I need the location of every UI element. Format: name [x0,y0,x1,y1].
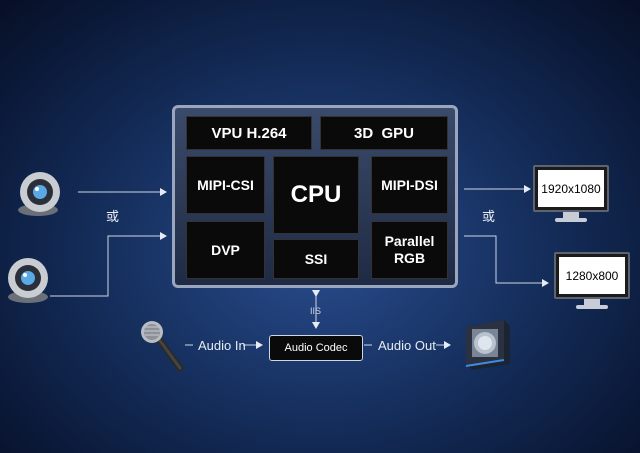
audio-in-label: Audio In [198,338,246,353]
mipi-csi-block: MIPI-CSI [186,156,265,214]
or-label-right: 或 [482,209,496,224]
dvp-block: DVP [186,221,265,279]
gpu-block: 3D GPU [320,116,448,150]
display-1-base [555,218,587,222]
parallel-rgb-line2: RGB [393,250,426,266]
display-2-base [576,305,608,309]
display-1-stand [563,212,579,218]
parallel-rgb-line1: Parallel [384,233,435,249]
vpu-block: VPU H.264 [186,116,312,150]
mipi-dsi-block: MIPI-DSI [371,156,448,214]
display-2: 1280x800 [554,252,630,299]
soc-chip: VPU H.264 3D GPU MIPI-CSI CPU MIPI-DSI D… [172,105,458,288]
display-1-resolution: 1920x1080 [538,170,604,207]
display-1: 1920x1080 [533,165,609,212]
or-label-left: 或 [106,209,120,224]
ssi-block: SSI [273,239,359,279]
display-2-stand [584,299,600,305]
audio-codec-block: Audio Codec [269,335,363,361]
cpu-block: CPU [273,156,359,234]
audio-out-label: Audio Out [378,338,436,353]
display-2-resolution: 1280x800 [559,257,625,294]
parallel-rgb-block: Parallel RGB [371,221,448,279]
iis-label: IIS [310,306,322,316]
